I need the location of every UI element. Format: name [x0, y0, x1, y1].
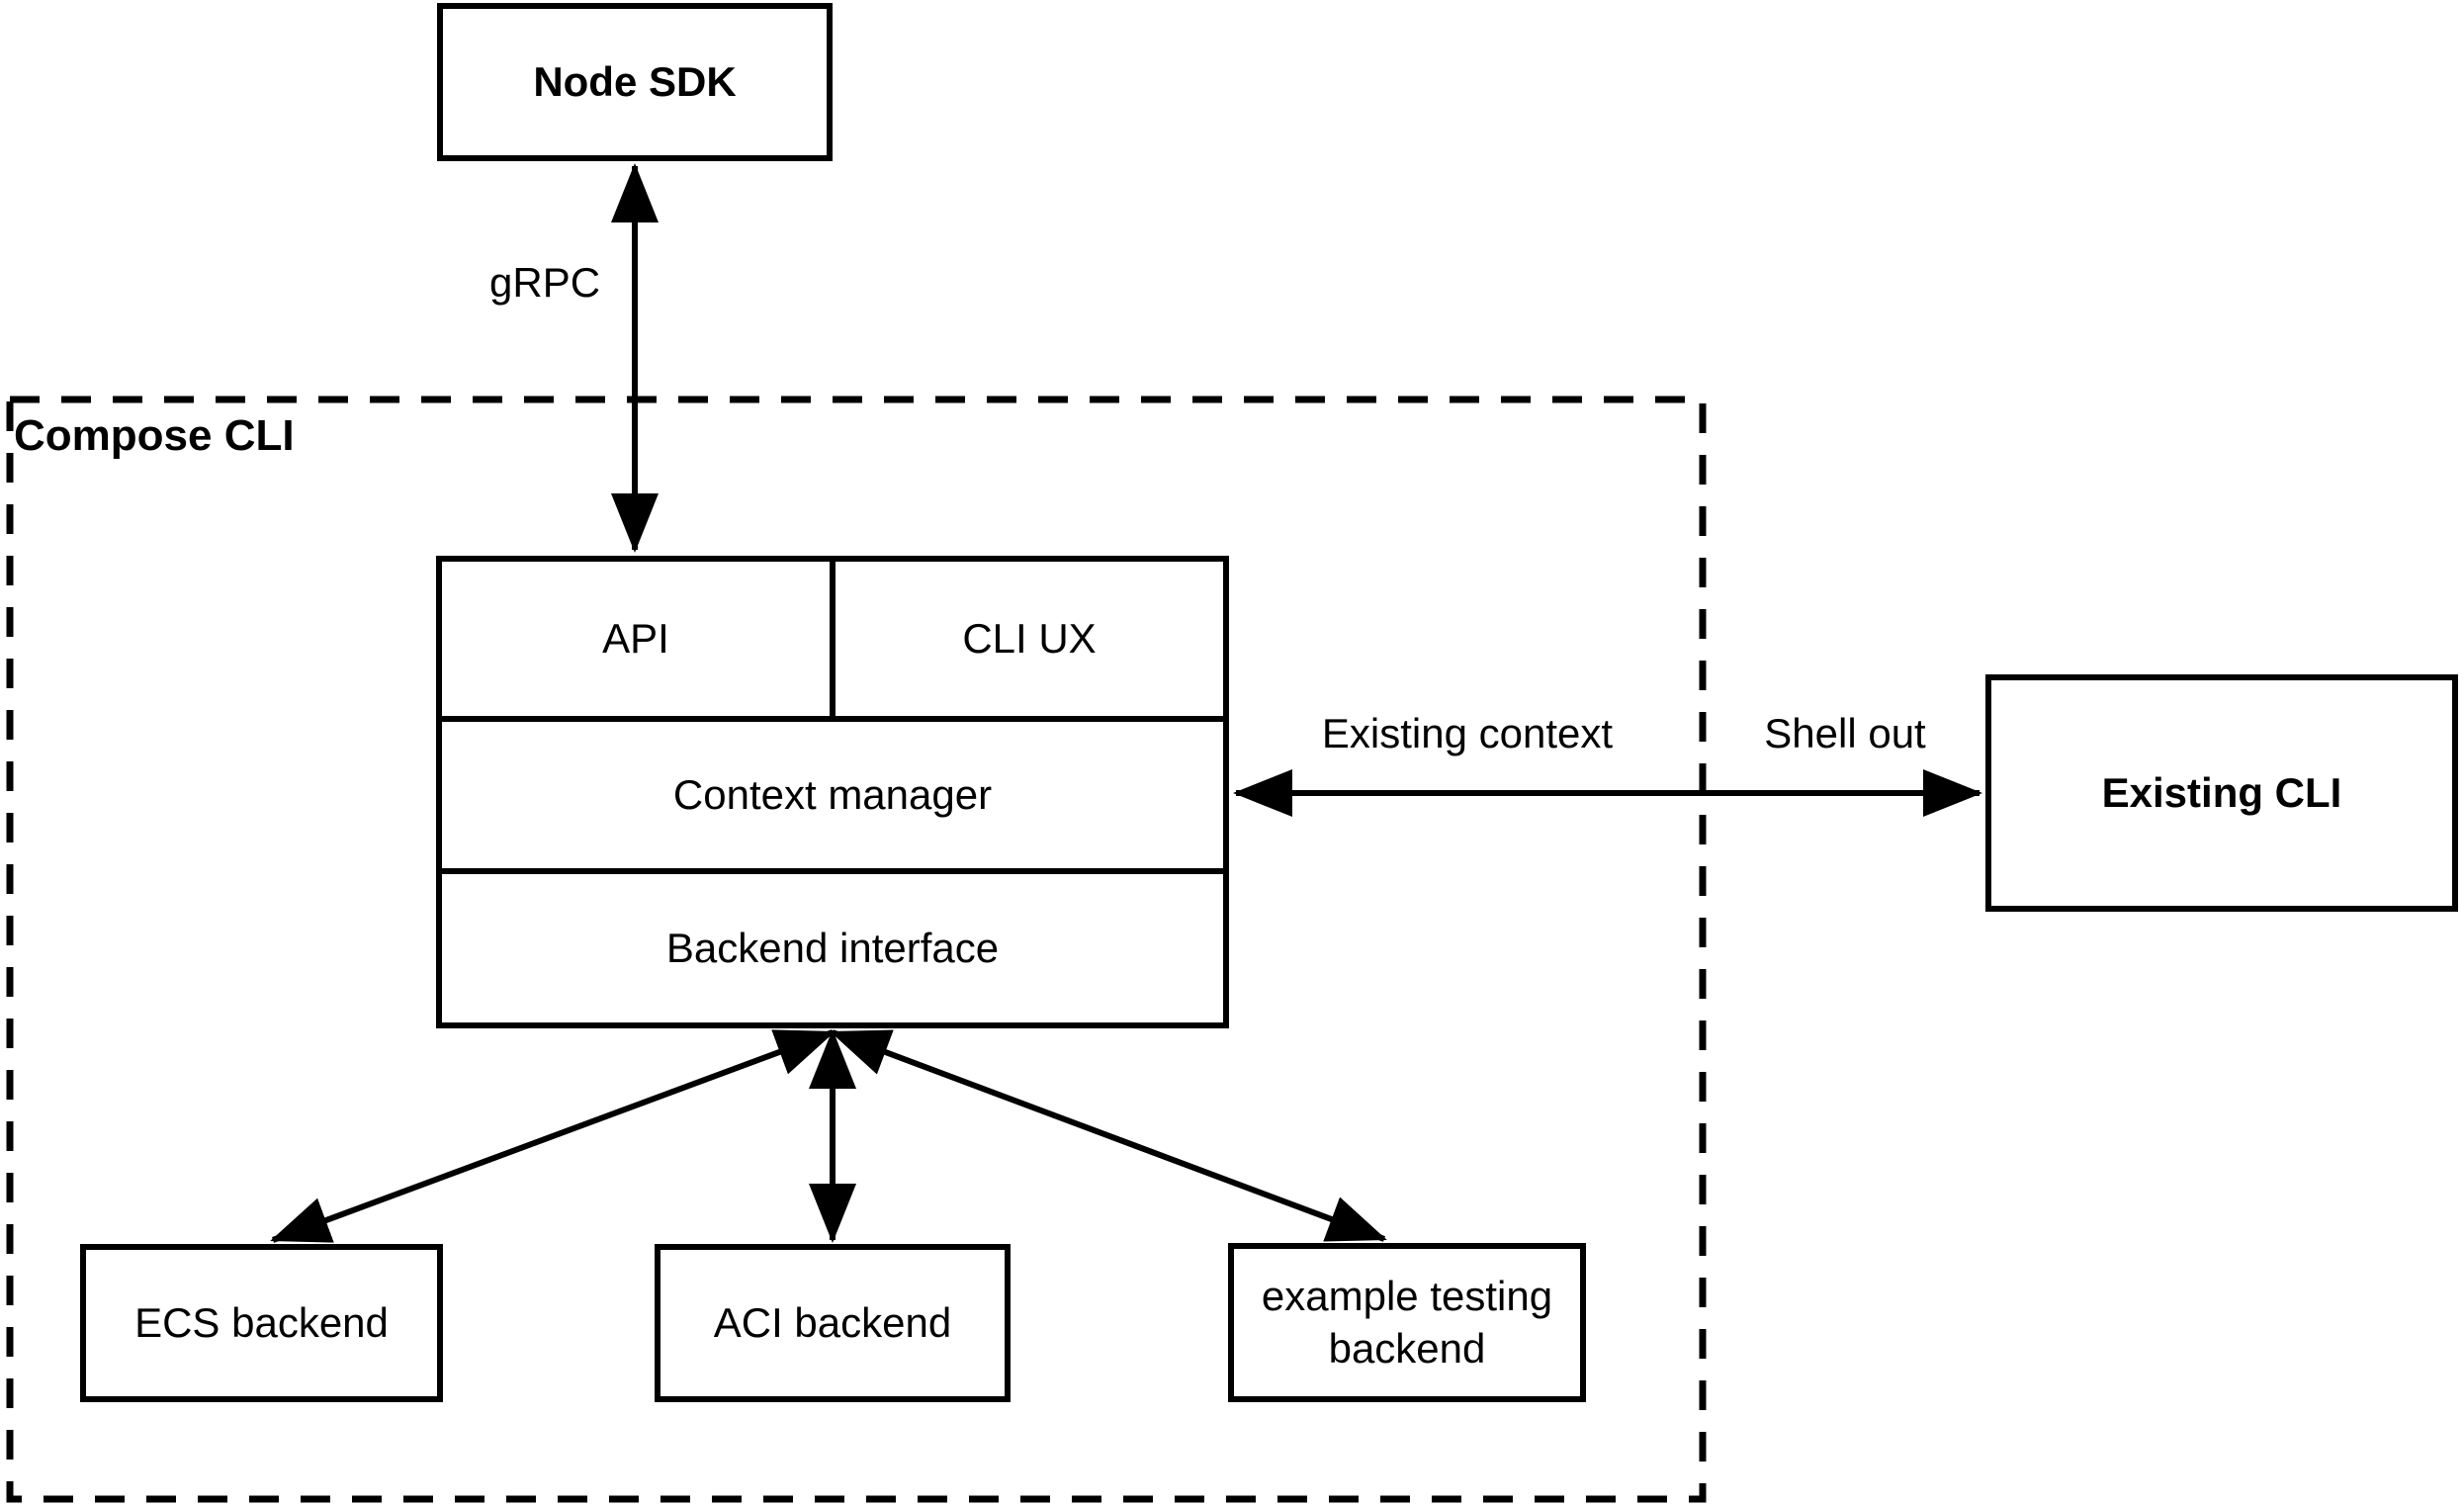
- existing-cli-box: Existing CLI: [1985, 674, 2458, 912]
- api-box: API: [442, 562, 836, 716]
- aci-backend-box: ACI backend: [655, 1244, 1011, 1402]
- compose-cli-label: Compose CLI: [14, 411, 295, 460]
- aci-backend-label: ACI backend: [713, 1298, 952, 1346]
- example-testing-backend-box: example testing backend: [1228, 1243, 1586, 1402]
- ecs-backend-label: ECS backend: [134, 1298, 389, 1346]
- backend-ecs-arrow: [270, 1029, 836, 1243]
- node-sdk-label: Node SDK: [533, 57, 737, 105]
- stack-top-row: API CLI UX: [442, 562, 1223, 716]
- context-manager-box: Context manager: [442, 715, 1223, 868]
- backend-interface-box: Backend interface: [442, 867, 1223, 1022]
- shell-out-edge-label: Shell out: [1764, 710, 1926, 756]
- cli-ux-label: CLI UX: [962, 614, 1097, 662]
- grpc-edge-label: gRPC: [489, 259, 601, 306]
- backend-example-arrow: [830, 1029, 1387, 1242]
- compose-cli-container: [6, 396, 1707, 1503]
- ecs-backend-box: ECS backend: [80, 1244, 443, 1402]
- existing-context-edge-label: Existing context: [1321, 710, 1614, 756]
- context-manager-label: Context manager: [672, 770, 993, 818]
- backend-interface-label: Backend interface: [665, 924, 1000, 971]
- existing-cli-label: Existing CLI: [2101, 768, 2342, 816]
- example-testing-backend-label: example testing backend: [1261, 1273, 1553, 1372]
- cli-ux-box: CLI UX: [836, 562, 1223, 716]
- node-sdk-box: Node SDK: [437, 3, 833, 161]
- compose-cli-stack: API CLI UX Context manager Backend inter…: [436, 556, 1229, 1028]
- api-label: API: [602, 614, 669, 662]
